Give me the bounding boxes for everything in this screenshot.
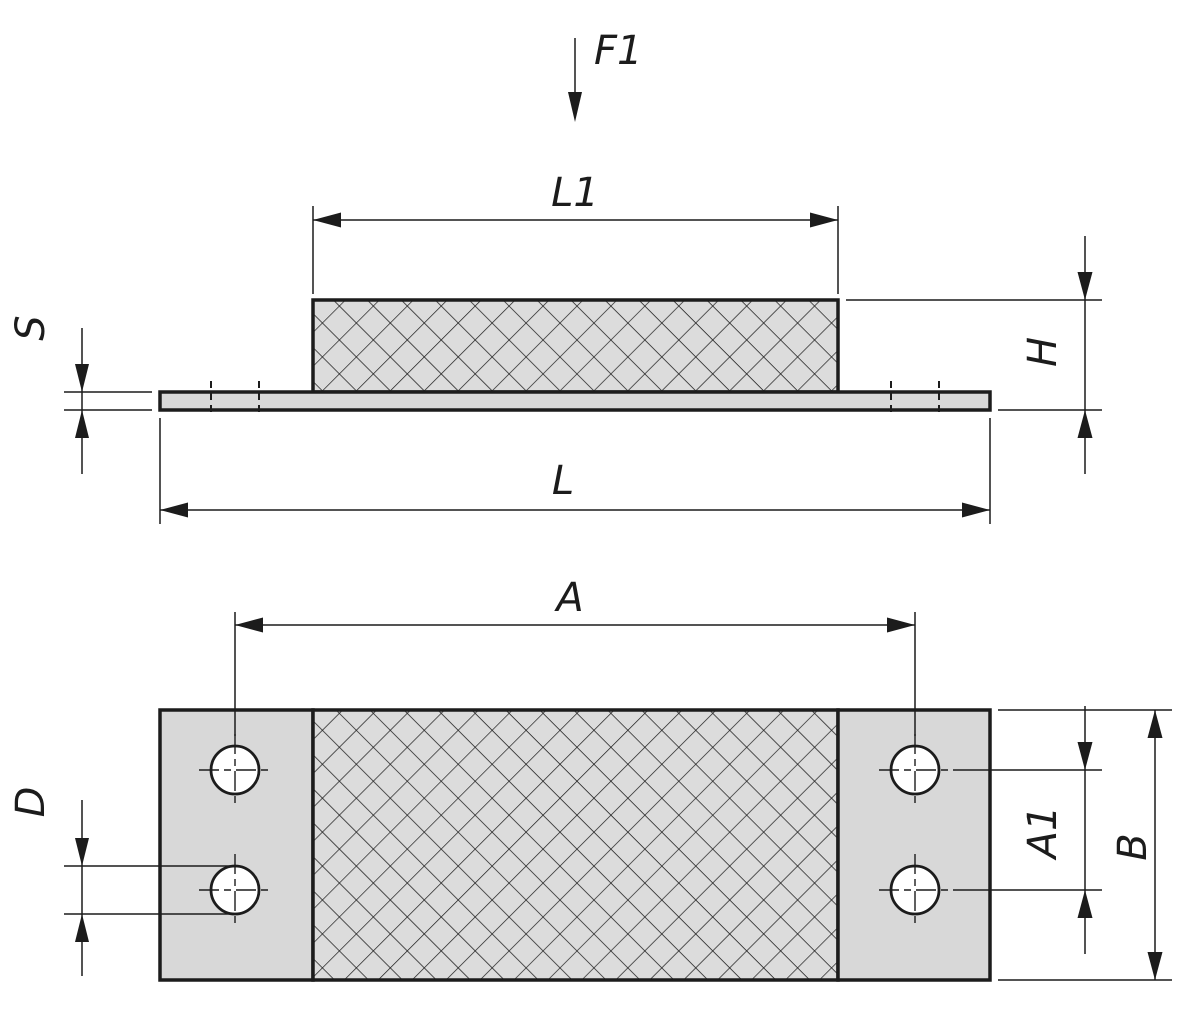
- arrowhead: [75, 364, 89, 392]
- right-end-plate: [836, 708, 992, 982]
- arrowhead: [75, 838, 89, 866]
- dim-label-A: A: [553, 575, 583, 621]
- dim-lines-A: [234, 612, 916, 736]
- arrowhead: [962, 502, 990, 518]
- plan-view: [158, 708, 992, 982]
- hole-centerlines: [879, 854, 951, 926]
- dimension-H: H: [846, 236, 1102, 474]
- dimension-A1: A1: [953, 706, 1102, 954]
- dim-label-H: H: [1020, 337, 1066, 367]
- dim-lines-L1: [312, 206, 839, 294]
- hole-centerlines: [199, 734, 271, 806]
- arrowhead: [75, 410, 89, 438]
- dimension-D: D: [8, 787, 233, 976]
- arrowhead: [810, 212, 838, 228]
- dim-label-B: B: [1110, 833, 1156, 860]
- side-view: [158, 298, 992, 413]
- arrowhead: [1077, 890, 1093, 918]
- dim-label-D: D: [8, 787, 54, 818]
- dim-label-L1: L1: [551, 170, 599, 216]
- rubber-block-side: [311, 298, 840, 394]
- arrowhead: [887, 617, 915, 633]
- rubber-pad-plan: [311, 708, 840, 982]
- arrowhead: [235, 617, 263, 633]
- arrowhead: [1077, 410, 1093, 438]
- arrowhead: [313, 212, 341, 228]
- dim-lines-D: [64, 800, 233, 976]
- dimension-A: A: [234, 575, 916, 736]
- hole-centerlines: [199, 854, 271, 926]
- dimension-S: S: [8, 315, 152, 474]
- mounting-hole-bottom-right: [879, 854, 951, 926]
- hidden-hole-edges: [210, 381, 940, 413]
- force-label: F1: [594, 28, 642, 74]
- mounting-hole-top-right: [879, 734, 951, 806]
- force-arrowhead: [568, 92, 582, 122]
- hole-centerlines: [879, 734, 951, 806]
- arrowhead: [1147, 952, 1163, 980]
- dimension-B: B: [998, 709, 1172, 981]
- dim-lines-S: [64, 328, 152, 474]
- dimension-L: L: [159, 418, 991, 524]
- dim-lines-L: [159, 418, 991, 524]
- arrowhead: [1147, 710, 1163, 738]
- arrowhead: [1077, 742, 1093, 770]
- mounting-hole-top-left: [199, 734, 271, 806]
- dim-lines-B: [998, 709, 1172, 981]
- mounting-hole-bottom-left: [199, 854, 271, 926]
- arrowhead: [1077, 272, 1093, 300]
- dimension-L1: L1: [312, 170, 839, 294]
- dim-label-L: L: [552, 458, 574, 504]
- dim-label-A1: A1: [1020, 806, 1066, 862]
- arrowhead: [160, 502, 188, 518]
- force-annotation-F1: F1: [568, 28, 642, 122]
- arrowhead: [75, 914, 89, 942]
- base-plate-side: [158, 390, 992, 412]
- dim-label-S: S: [8, 315, 54, 340]
